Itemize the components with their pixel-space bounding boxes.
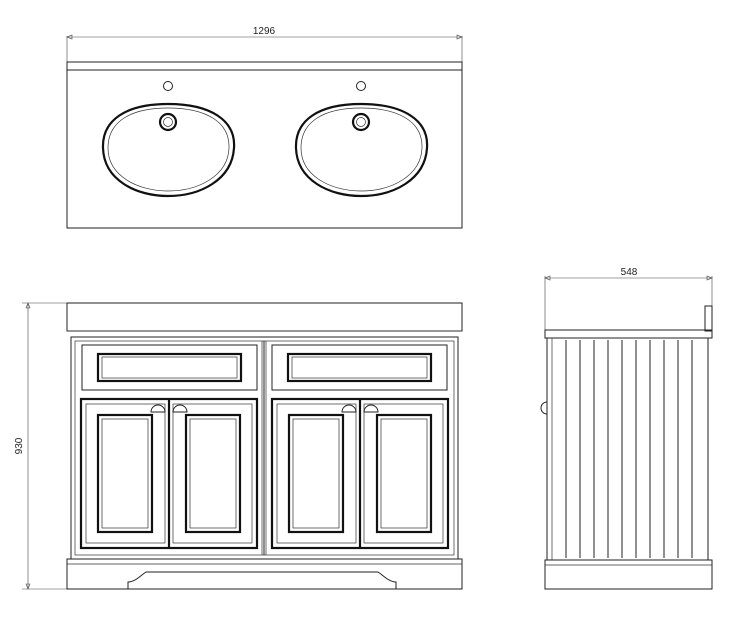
door-handle-icon [150, 404, 166, 413]
basin-right [294, 102, 429, 198]
plinth [66, 558, 463, 590]
drain-left-icon [158, 112, 178, 132]
door-handle-icon [172, 404, 188, 413]
door-handle-icon [363, 404, 379, 413]
side-handle-icon [540, 401, 548, 415]
width-dimension: 1296 [66, 26, 463, 62]
height-dimension: 930 [14, 302, 68, 590]
side-view: 548 [540, 267, 713, 590]
front-countertop [66, 302, 463, 332]
drain-right-icon [351, 112, 371, 132]
tap-hole-right [356, 81, 366, 91]
depth-dimension-label: 548 [621, 267, 638, 278]
drawer-right [271, 344, 448, 391]
depth-dimension: 548 [544, 267, 713, 330]
door-pair-left [79, 397, 259, 550]
drawer-left [81, 344, 258, 391]
tap-hole-left [163, 81, 173, 91]
countertop-outline [66, 61, 463, 229]
side-plinth [544, 559, 713, 590]
basin-left [101, 102, 236, 198]
door-handle-icon [341, 404, 357, 413]
side-panel-grooves [565, 340, 693, 558]
width-dimension-label: 1296 [253, 26, 276, 37]
side-upstand [704, 305, 713, 332]
front-view: 930 [14, 302, 463, 590]
side-countertop [544, 329, 713, 339]
door-pair-right [270, 397, 450, 550]
top-view: 1296 [66, 26, 463, 229]
side-panel [546, 337, 709, 561]
height-dimension-label: 930 [14, 437, 25, 454]
